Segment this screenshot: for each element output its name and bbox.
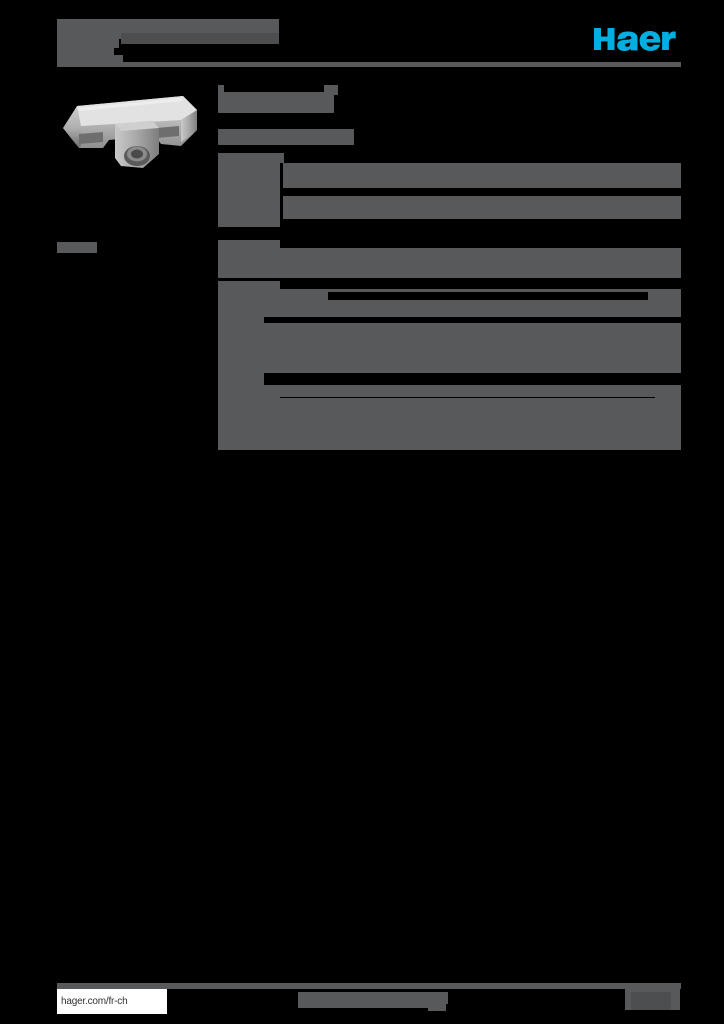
hager-logo (592, 26, 676, 56)
row-label (218, 281, 280, 291)
section-heading (218, 92, 334, 113)
note-block (218, 398, 681, 450)
row-label-block (218, 248, 280, 278)
row-value (283, 163, 681, 188)
footer-rule (57, 983, 681, 989)
page-subtitle (57, 45, 114, 57)
section-heading-mark (218, 85, 224, 95)
note-value (655, 389, 681, 401)
row-label (218, 211, 280, 227)
row-label (218, 153, 284, 163)
row-value (283, 196, 681, 219)
row-bullet (218, 189, 222, 199)
section-heading-mark2 (324, 85, 338, 95)
row-bullet (218, 313, 223, 323)
note-label2 (218, 389, 280, 400)
section-subheading (218, 129, 354, 145)
page-title-line2 (57, 32, 119, 48)
row-value-gap (328, 292, 648, 300)
footer-center-text-tail (428, 1001, 446, 1011)
page-title-suffix (121, 33, 279, 44)
footer-page-number-inner (631, 992, 671, 1010)
row-label (218, 240, 280, 250)
row-value (264, 385, 681, 397)
footer-url[interactable]: hager.com/fr-ch (57, 989, 167, 1014)
product-side-label (57, 242, 97, 253)
row-value (258, 323, 681, 373)
row-label-block (218, 161, 280, 211)
header-rule-accent (57, 55, 123, 63)
header-rule (57, 62, 681, 67)
product-image (57, 84, 205, 180)
row-value-inner (274, 259, 626, 268)
footer-center-text-line2 (298, 999, 437, 1008)
